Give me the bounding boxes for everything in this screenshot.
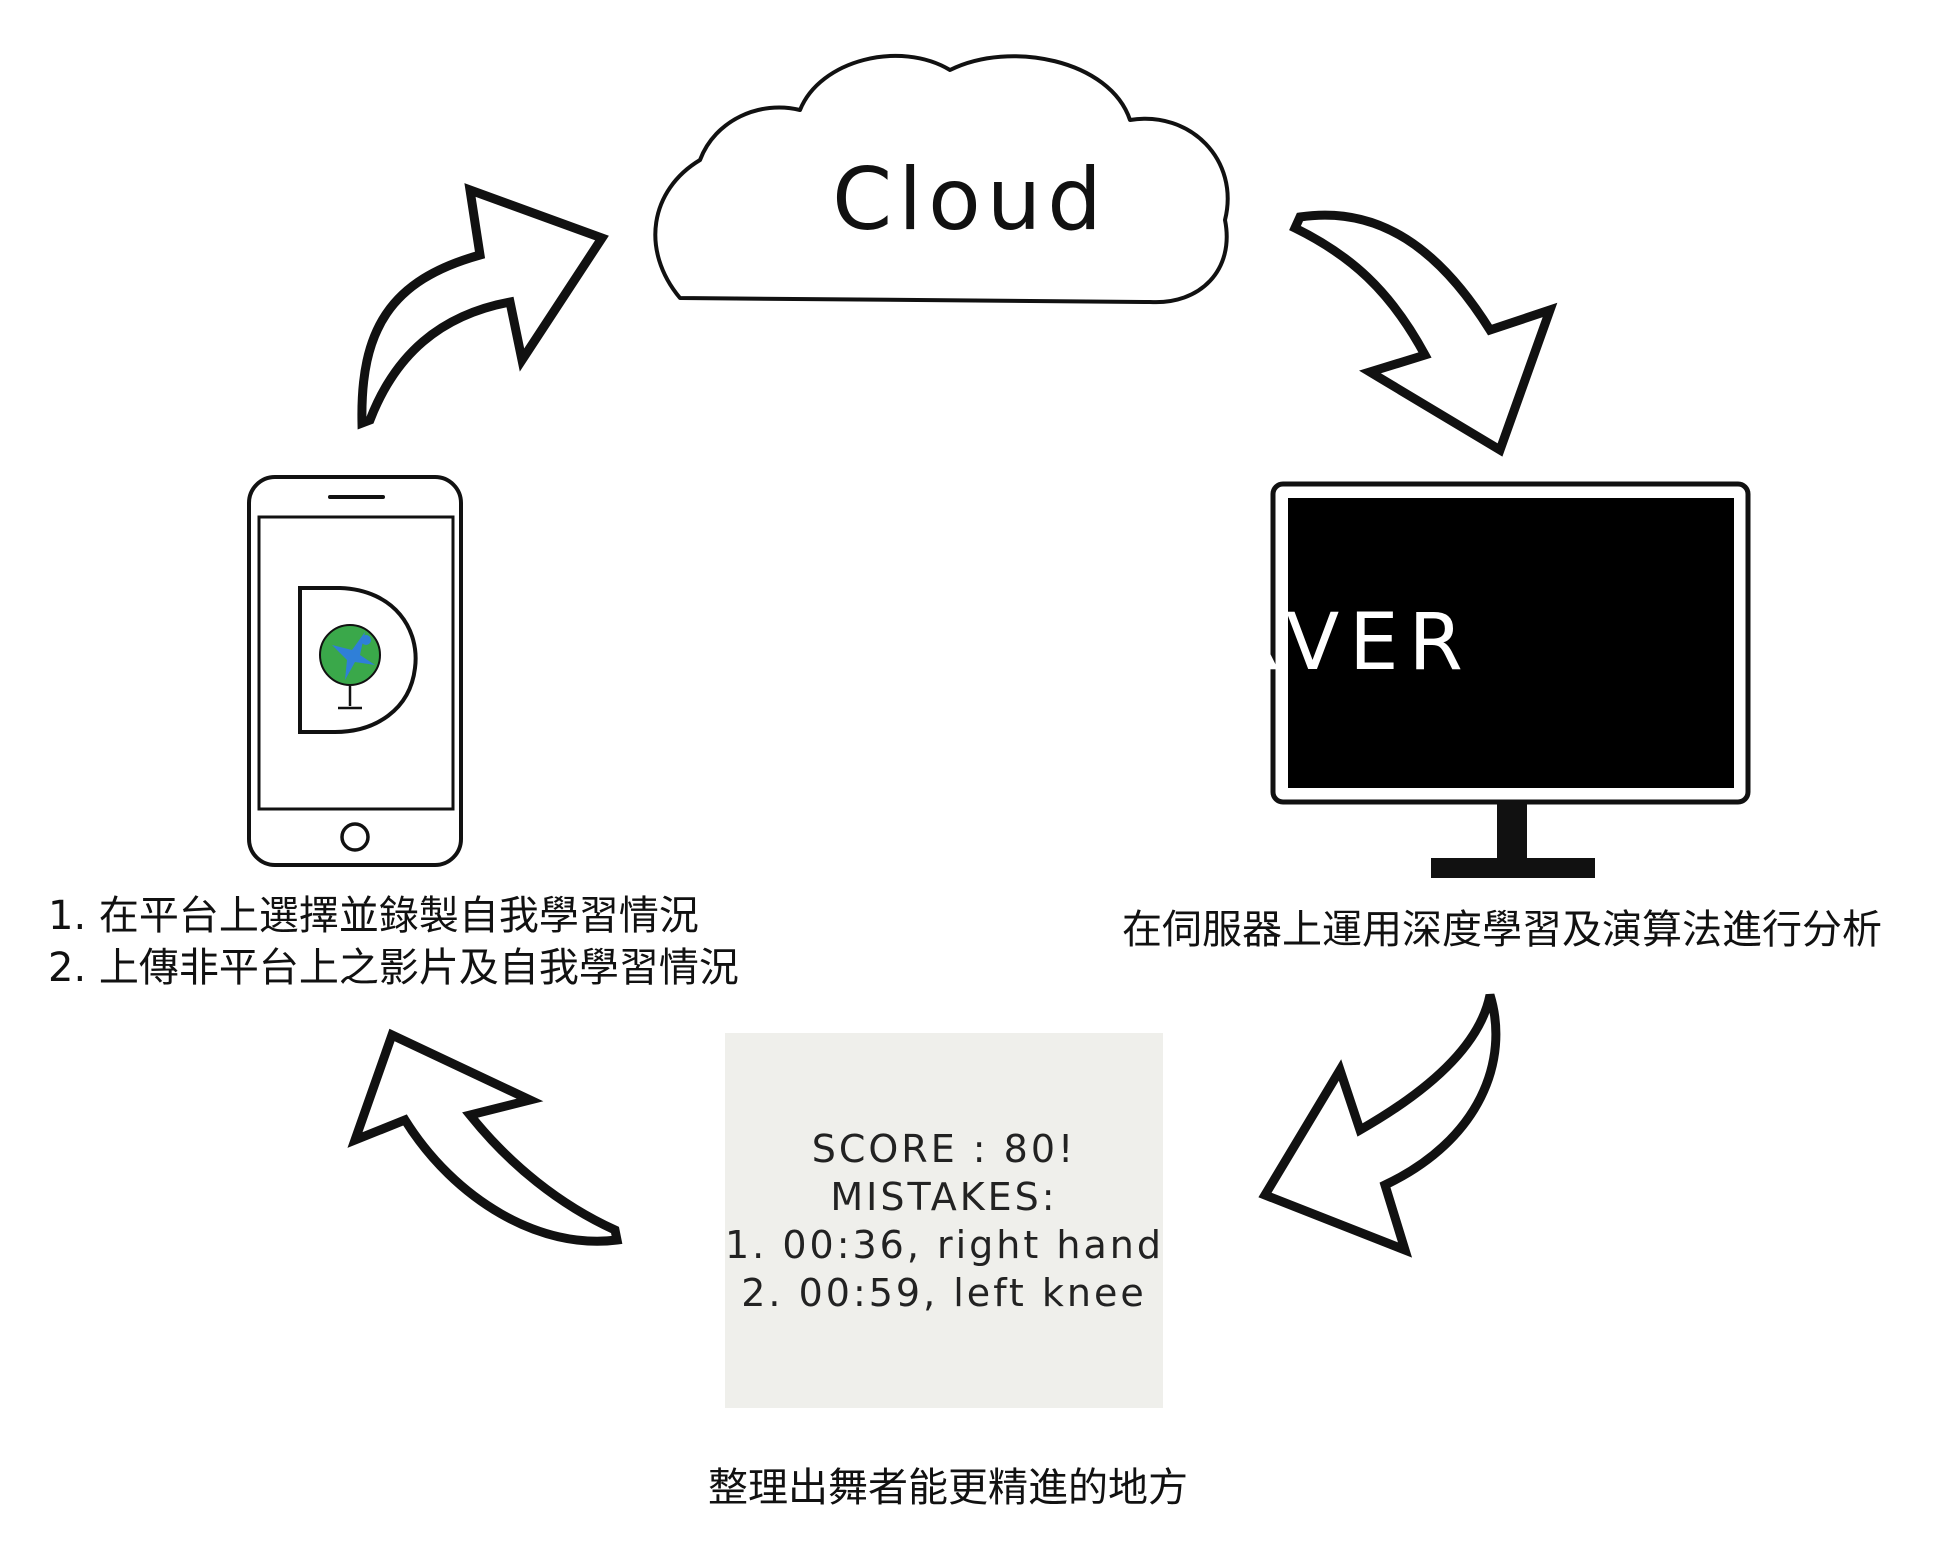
result-card bbox=[725, 1033, 1163, 1408]
cloud-shape bbox=[653, 54, 1230, 305]
server-label: SERVER bbox=[1107, 598, 1473, 688]
arrow-server-to-result bbox=[1258, 993, 1501, 1258]
arrow-phone-to-cloud bbox=[357, 183, 609, 430]
result-text: SCORE : 80! MISTAKES: 1. 00:36, right ha… bbox=[725, 1125, 1163, 1317]
cloud-label: Cloud bbox=[832, 150, 1108, 250]
result-mistake-2: 2. 00:59, left knee bbox=[741, 1271, 1147, 1315]
arrow-cloud-to-server bbox=[1289, 210, 1558, 457]
phone-step-1: 1. 在平台上選擇並錄製自我學習情況 bbox=[48, 893, 699, 939]
server-caption: 在伺服器上運用深度學習及演算法進行分析 bbox=[1122, 907, 1882, 953]
server-monitor bbox=[1270, 481, 1751, 878]
result-score: SCORE : 80! bbox=[811, 1127, 1077, 1171]
result-mistakes-heading: MISTAKES: bbox=[830, 1175, 1058, 1219]
result-caption: 整理出舞者能更精進的地方 bbox=[708, 1465, 1188, 1511]
phone-steps: 1. 在平台上選擇並錄製自我學習情況 2. 上傳非平台上之影片及自我學習情況 bbox=[48, 890, 739, 994]
app-logo-icon bbox=[298, 586, 418, 734]
result-mistake-1: 1. 00:36, right hand bbox=[725, 1223, 1164, 1267]
arrow-result-to-phone bbox=[347, 1028, 623, 1246]
phone-icon bbox=[247, 475, 463, 867]
phone-step-2: 2. 上傳非平台上之影片及自我學習情況 bbox=[48, 945, 739, 991]
